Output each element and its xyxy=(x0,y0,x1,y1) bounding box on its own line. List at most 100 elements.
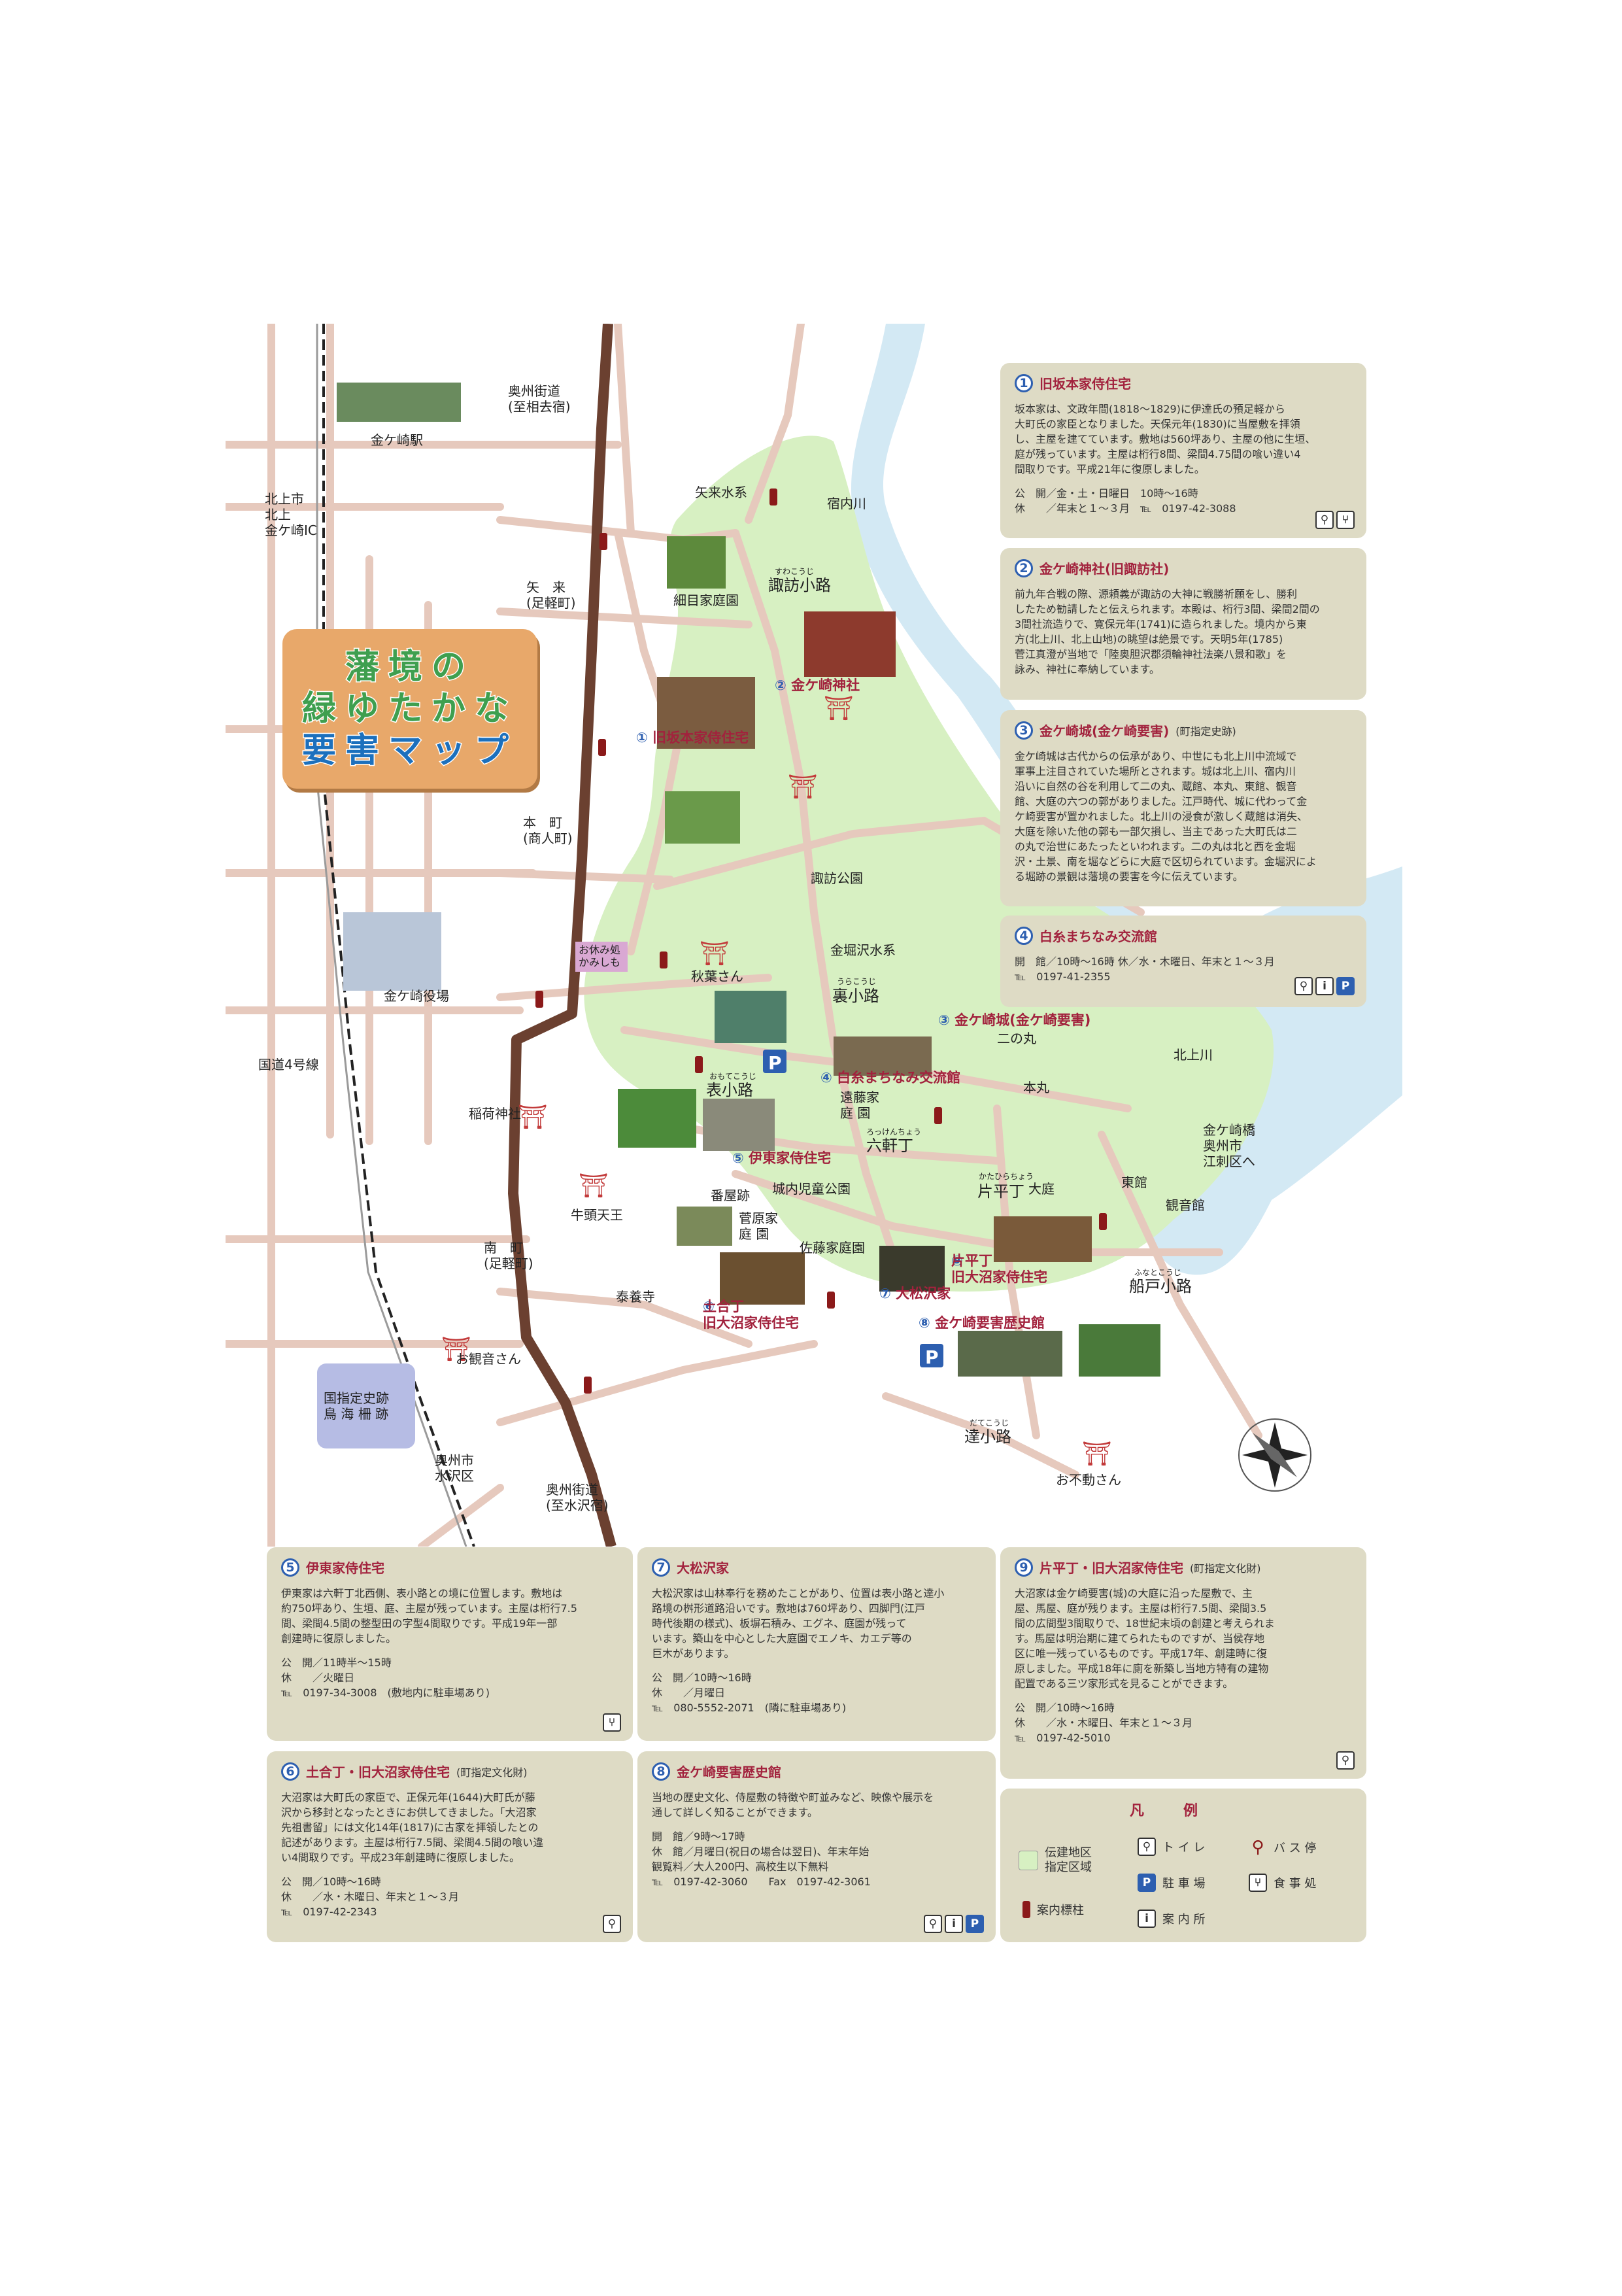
panel-number: 7 xyxy=(652,1558,670,1577)
spot-1[interactable]: ① 旧坂本家侍住宅 xyxy=(636,730,749,745)
svg-text:⛩: ⛩ xyxy=(518,1104,548,1131)
label-banyaato: 番屋跡 xyxy=(711,1188,750,1203)
legend-signpost: 案内標柱 xyxy=(1022,1901,1084,1918)
label-funado-ruby: ふなとこうじ xyxy=(1134,1268,1181,1277)
panel-title: 大松沢家 xyxy=(677,1560,729,1576)
shrine-icons: ⛩⛩ ⛩⛩ ⛩⛩ ⛩ xyxy=(441,695,1112,1467)
info-icon: i xyxy=(1315,977,1334,995)
panel-info: 開 館／10時～16時 休／水・木曜日、年末と１～３月 ℡ 0197-41-23… xyxy=(1015,955,1275,983)
spot-2[interactable]: ② 金ケ崎神社 xyxy=(775,677,860,693)
label-road-north: 奥州街道(至相去宿) xyxy=(508,383,571,415)
toilet-icon: ⚲ xyxy=(1315,511,1334,529)
legend-restaurant-label: 食 事 処 xyxy=(1274,1877,1317,1891)
preservation-district xyxy=(584,436,1274,1292)
legend-toilet: ⚲ ト イ レ xyxy=(1138,1838,1205,1856)
legend-info: i 案 内 所 xyxy=(1138,1910,1205,1928)
rest-stop-box xyxy=(575,942,628,972)
label-shukunai: 宿内川 xyxy=(827,496,866,511)
panel-text: 当地の歴史文化、侍屋敷の特徴や町並みなど、映像や展示を 通して詳しく知ることがで… xyxy=(652,1791,934,1819)
label-gozu: 牛頭天王 xyxy=(571,1207,623,1223)
panel-8: 8 金ケ崎要害歴史館 当地の歴史文化、侍屋敷の特徴や町並みなど、映像や展示を 通し… xyxy=(637,1751,996,1942)
panel-number: 4 xyxy=(1015,926,1033,945)
legend-parking-label: 駐 車 場 xyxy=(1162,1877,1206,1891)
restaurant-icon: ⑂ xyxy=(1336,511,1355,529)
label-oyasumi: お休み処かみしも xyxy=(579,944,620,968)
legend-signpost-label: 案内標柱 xyxy=(1037,1904,1084,1917)
spot-4[interactable]: ④ 白糸まちなみ交流館 xyxy=(820,1070,960,1086)
label-endo: 遠藤家庭 園 xyxy=(840,1089,879,1121)
label-kitakami-ic: 北上市北上金ケ崎IC xyxy=(265,491,317,538)
panel-number: 5 xyxy=(281,1558,299,1577)
panel-text: 大沼家は大町氏の家臣で、正保元年(1644)大町氏が藤 沢から移封となったときに… xyxy=(281,1791,544,1864)
label-hosome: 細目家庭園 xyxy=(673,592,739,608)
label-yakura: 矢 来(足軽町) xyxy=(526,579,576,611)
label-omotekoji: 表小路 xyxy=(706,1081,753,1099)
label-inari: 稲荷神社 xyxy=(469,1106,521,1122)
label-minamimachi: 南 町(足軽町) xyxy=(484,1240,533,1271)
bus-stop-icon: ⚲ xyxy=(1251,1838,1264,1857)
spot-7[interactable]: ⑦ 大松沢家 xyxy=(879,1286,951,1301)
svg-text:⛩: ⛩ xyxy=(579,1173,609,1199)
panel-number: 8 xyxy=(652,1762,670,1781)
panel-subtitle: (町指定史跡) xyxy=(1175,725,1236,738)
panel-text: 坂本家は、文政年間(1818～1829)に伊達氏の預足軽から 大町氏の家臣となり… xyxy=(1015,403,1316,475)
legend-toilet-label: ト イ レ xyxy=(1162,1841,1206,1855)
label-ninomaru: 二の丸 xyxy=(997,1031,1036,1046)
spot-9[interactable]: ⑨ 片平丁旧大沼家侍住宅 xyxy=(951,1253,1047,1285)
info-icon: i xyxy=(945,1915,963,1933)
spot-3[interactable]: ③ 金ケ崎城(金ケ崎要害) xyxy=(938,1012,1090,1028)
panel-number: 6 xyxy=(281,1762,299,1781)
panel-info: 公 開／10時～16時 休 ／水・木曜日、年末と１～３月 ℡ 0197-42-5… xyxy=(1015,1702,1193,1744)
label-road-south: 奥州街道(至水沢宿) xyxy=(546,1482,609,1513)
svg-text:P: P xyxy=(768,1052,782,1074)
spot-5[interactable]: ⑤ 伊東家侍住宅 xyxy=(732,1150,831,1166)
toilet-icon: ⚲ xyxy=(603,1915,621,1933)
label-oniwa: 大庭 xyxy=(1028,1181,1055,1197)
local-roads xyxy=(226,324,1262,1547)
panel-4: 4 白糸まちなみ交流館 開 館／10時～16時 休／水・木曜日、年末と１～３月 ℡… xyxy=(1000,916,1366,1007)
signpost-icons xyxy=(535,488,1107,1394)
label-ofudo: お不動さん xyxy=(1056,1472,1121,1488)
label-rokken-ruby: ろっけんちょう xyxy=(866,1127,921,1137)
panel-title: 片平丁・旧大沼家侍住宅 xyxy=(1039,1560,1183,1576)
svg-text:⛩: ⛩ xyxy=(441,1336,471,1363)
label-urakoji-ruby: うらこうじ xyxy=(837,977,876,986)
panel-number: 9 xyxy=(1015,1558,1033,1577)
info-icon: i xyxy=(1138,1910,1156,1928)
label-suwa-koji-ruby: すわこうじ xyxy=(775,567,814,576)
panel-text: 伊東家は六軒丁北西側、表小路との境に位置します。敷地は 約750坪あり、生垣、庭… xyxy=(281,1587,577,1645)
panel-title: 金ケ崎要害歴史館 xyxy=(677,1764,781,1780)
panel-number: 1 xyxy=(1015,373,1033,392)
legend-title: 凡例 xyxy=(1129,1803,1237,1819)
label-kanehori: 金堀沢水系 xyxy=(830,942,896,958)
legend-bus-label: バ ス 停 xyxy=(1274,1842,1317,1855)
restaurant-icon: ⑂ xyxy=(1249,1874,1267,1892)
legend-restaurant: ⑂ 食 事 処 xyxy=(1249,1874,1316,1892)
parking-icon: P xyxy=(1336,977,1355,995)
label-yarai-suikei: 矢来水系 xyxy=(695,485,747,500)
spot-6[interactable]: ⑥ 土合丁旧大沼家侍住宅 xyxy=(703,1299,799,1331)
panel-title: 白糸まちなみ交流館 xyxy=(1039,929,1157,944)
panel-text: 前九年合戦の際、源頼義が諏訪の大神に戦勝祈願をし、勝利 したため勧請したと伝えら… xyxy=(1015,588,1320,676)
label-route4: 国道4号線 xyxy=(258,1057,319,1072)
label-honmaru: 本丸 xyxy=(1023,1080,1049,1095)
svg-text:⛩: ⛩ xyxy=(788,774,818,800)
svg-text:P: P xyxy=(925,1346,939,1368)
panel-text: 金ケ崎城は古代からの伝承があり、中世にも北上川中流域で 軍事上注目されていた場所… xyxy=(1015,750,1317,883)
svg-text:⛩: ⛩ xyxy=(824,695,854,722)
label-kannonkan: 観音館 xyxy=(1166,1197,1205,1213)
toriumi-site xyxy=(317,1363,415,1448)
label-katahiracho: 片平丁 xyxy=(977,1182,1024,1201)
label-station: 金ケ崎駅 xyxy=(371,432,423,448)
legend-info-label: 案 内 所 xyxy=(1162,1913,1206,1927)
spot-8[interactable]: ⑧ 金ケ崎要害歴史館 xyxy=(919,1315,1045,1331)
panel-number: 2 xyxy=(1015,558,1033,577)
photo-thumbnails xyxy=(337,383,1160,1377)
legend-bus: ⚲ バ ス 停 xyxy=(1249,1838,1316,1857)
label-omote-ruby: おもてこうじ xyxy=(709,1072,756,1081)
